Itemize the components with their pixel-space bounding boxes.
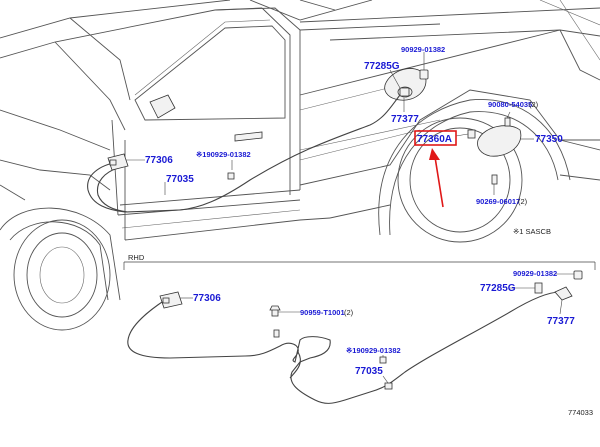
label-90269-qty: (2)	[518, 197, 528, 206]
highlight-77360a	[414, 130, 457, 208]
label-77306-bottom[interactable]: 77306	[193, 293, 221, 304]
rhd-frame	[123, 261, 596, 270]
opener-cable-lower	[127, 270, 583, 404]
label-77377-top[interactable]: 77377	[391, 114, 419, 125]
label-90929-clip-bottom[interactable]: ※190929-01382	[346, 346, 401, 355]
label-90080-qty: (2)	[529, 100, 539, 109]
figure-number: 774033	[568, 408, 593, 417]
label-90080[interactable]: 90080-54035	[488, 100, 532, 109]
label-77306-top[interactable]: 77306	[145, 155, 173, 166]
leader-lines-upper	[126, 52, 534, 195]
opener-cable-upper	[87, 94, 401, 213]
label-90929-top[interactable]: 90929-01382	[401, 45, 445, 54]
label-90959-qty: (2)	[344, 308, 354, 317]
label-77035-top[interactable]: 77035	[166, 174, 194, 185]
label-90929-bottom[interactable]: 90929-01382	[513, 269, 557, 278]
fuel-filler-assembly-upper	[227, 68, 522, 185]
leader-lines-lower	[180, 273, 574, 384]
label-77360a[interactable]: 77360A	[417, 134, 452, 145]
label-90269[interactable]: 90269-06017	[476, 197, 520, 206]
label-77285g-top[interactable]: 77285G	[364, 61, 400, 72]
label-90929-clip-top[interactable]: ※190929-01382	[196, 150, 251, 159]
label-77377-bottom[interactable]: 77377	[547, 316, 575, 327]
truck-body-outline	[0, 0, 600, 331]
label-77350[interactable]: 77350	[535, 134, 563, 145]
note-sascb: ※1 SASCB	[513, 227, 551, 236]
label-90959[interactable]: 90959-T1001	[300, 308, 345, 317]
label-77285g-bottom[interactable]: 77285G	[480, 283, 516, 294]
rhd-label: RHD	[128, 253, 145, 262]
label-77035-bottom[interactable]: 77035	[355, 366, 383, 377]
